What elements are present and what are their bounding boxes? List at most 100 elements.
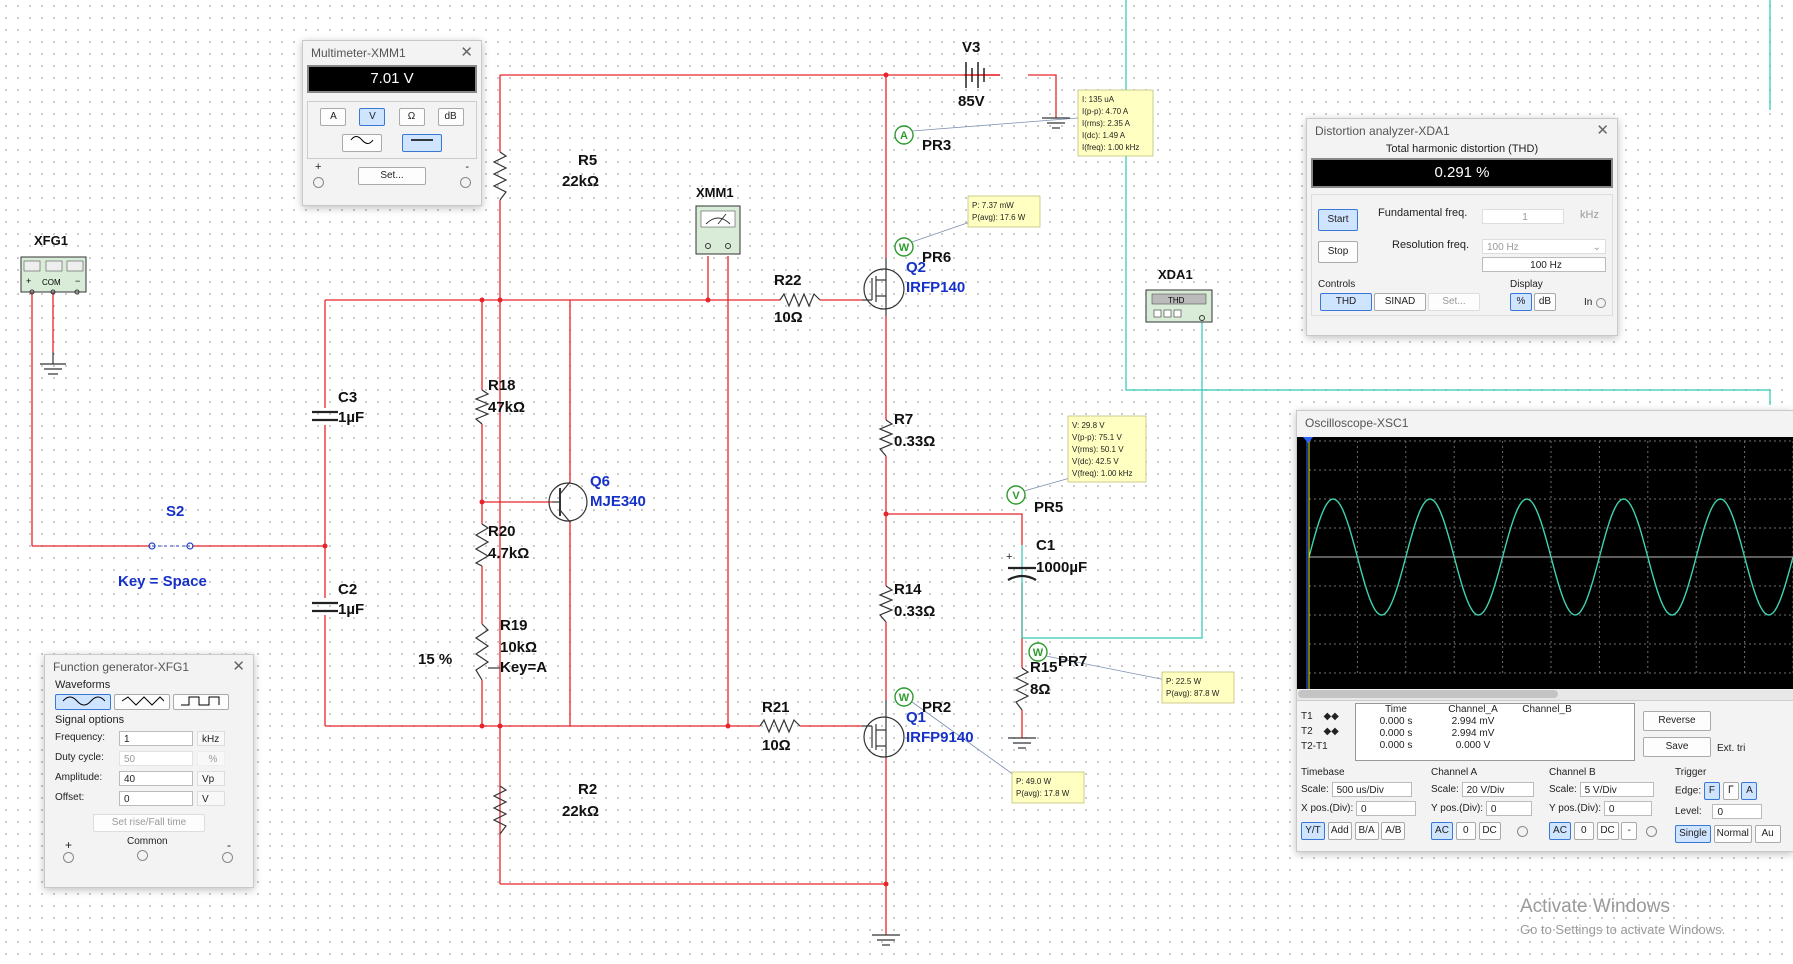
svg-text:V(dc): 42.5 V: V(dc): 42.5 V: [1072, 457, 1119, 466]
voltmeter-button[interactable]: V: [359, 108, 386, 126]
rising-edge-button[interactable]: F: [1703, 782, 1720, 800]
scope-screen[interactable]: [1297, 437, 1793, 689]
amplitude-field[interactable]: 40: [119, 770, 193, 786]
activate-windows-subtitle: Go to Settings to activate Windows.: [1520, 922, 1726, 937]
set-button[interactable]: Set...: [358, 167, 426, 185]
frequency-unit[interactable]: kHz: [197, 730, 225, 746]
t2-arrows-icon[interactable]: ◆◆: [1323, 726, 1339, 737]
pr3-letter: A: [900, 130, 908, 142]
channel-a-dc-button[interactable]: DC: [1478, 822, 1501, 840]
ba-mode-button[interactable]: B/A: [1354, 822, 1379, 840]
start-button[interactable]: Start: [1318, 209, 1358, 231]
percent-button[interactable]: %: [1510, 293, 1532, 311]
frequency-field[interactable]: 1: [119, 730, 193, 746]
channel-a-zero-button[interactable]: 0: [1455, 822, 1476, 840]
plus-terminal[interactable]: [63, 852, 74, 863]
function-generator-window[interactable]: Function generator-XFG1 ✕ Waveforms Sign…: [44, 654, 254, 888]
distortion-set-button[interactable]: Set...: [1428, 293, 1480, 311]
amplitude-unit[interactable]: Vp: [197, 770, 225, 786]
channel-a-ypos-field[interactable]: 0: [1485, 801, 1532, 816]
t1-arrows-icon[interactable]: ◆◆: [1323, 711, 1339, 722]
input-terminal[interactable]: [1596, 298, 1606, 308]
multimeter-window[interactable]: Multimeter-XMM1 ✕ 7.01 V A V Ω dB + Set.…: [302, 40, 482, 206]
save-button[interactable]: Save: [1643, 737, 1711, 757]
distortion-analyzer-window[interactable]: Distortion analyzer-XDA1 ✕ Total harmoni…: [1306, 118, 1618, 336]
stop-button[interactable]: Stop: [1318, 241, 1358, 263]
oscilloscope-title: Oscilloscope-XSC1: [1305, 416, 1409, 430]
scope-scrollbar-thumb[interactable]: [1298, 690, 1558, 698]
square-wave-button[interactable]: [173, 694, 230, 710]
auto-trigger-button[interactable]: Au: [1754, 825, 1781, 843]
decibel-button[interactable]: dB: [1534, 293, 1556, 311]
distortion-title: Distortion analyzer-XDA1: [1315, 124, 1450, 138]
single-trigger-button[interactable]: Single: [1675, 825, 1711, 843]
channel-b-terminal[interactable]: [1646, 825, 1658, 837]
minus-terminal[interactable]: [460, 177, 471, 188]
sinad-button[interactable]: SINAD: [1374, 293, 1426, 311]
close-icon[interactable]: ✕: [1596, 122, 1609, 139]
trigger-source-a-button[interactable]: A: [1741, 782, 1758, 800]
display-label: Display: [1510, 279, 1543, 290]
yt-mode-button[interactable]: Y/T: [1301, 822, 1325, 840]
channel-a-ac-button[interactable]: AC: [1431, 822, 1453, 840]
timebase-scale-field[interactable]: 500 us/Div: [1331, 782, 1412, 797]
xda1-instrument-icon[interactable]: THD: [1145, 289, 1213, 323]
pr6-name: PR6: [922, 249, 951, 266]
funcgen-titlebar[interactable]: Function generator-XFG1 ✕: [45, 655, 253, 679]
channel-b-minus-button[interactable]: -: [1621, 822, 1638, 840]
ammeter-button[interactable]: A: [320, 108, 347, 126]
s2-switch-icon[interactable]: [148, 542, 194, 550]
ac-mode-button[interactable]: [342, 134, 383, 152]
close-icon[interactable]: ✕: [232, 658, 245, 675]
xmm1-instrument-icon[interactable]: [695, 205, 741, 255]
ohmmeter-button[interactable]: Ω: [398, 108, 425, 126]
multimeter-titlebar[interactable]: Multimeter-XMM1 ✕: [303, 41, 481, 65]
trigger-level-field[interactable]: 0: [1712, 804, 1763, 819]
minus-terminal[interactable]: [222, 852, 233, 863]
common-terminal[interactable]: [137, 850, 148, 861]
channel-b-scale-field[interactable]: 5 V/Div: [1579, 782, 1654, 797]
reverse-button[interactable]: Reverse: [1643, 711, 1711, 731]
xfg1-instrument-icon[interactable]: + − COM: [20, 256, 87, 295]
offset-field[interactable]: 0: [119, 790, 193, 806]
channel-b-zero-button[interactable]: 0: [1573, 822, 1594, 840]
channel-b-ypos-field[interactable]: 0: [1603, 801, 1652, 816]
oscilloscope-titlebar[interactable]: Oscilloscope-XSC1: [1297, 411, 1793, 435]
timebase-xpos-field[interactable]: 0: [1356, 801, 1417, 816]
add-mode-button[interactable]: Add: [1327, 822, 1352, 840]
channel-a-terminal[interactable]: [1517, 825, 1529, 837]
cursor-marker-icon[interactable]: [1303, 437, 1313, 443]
timebase-xpos-label: X pos.(Div):: [1301, 803, 1354, 815]
probe-icons[interactable]: [894, 125, 1048, 707]
r20-symbol: [474, 523, 490, 567]
db-button[interactable]: dB: [437, 108, 464, 126]
q2-name: Q2: [906, 259, 926, 276]
channel-a-ypos-label: Y pos.(Div):: [1431, 803, 1484, 815]
plus-terminal[interactable]: [313, 177, 324, 188]
falling-edge-button[interactable]: ᒥ: [1722, 782, 1739, 800]
resolution-freq-select[interactable]: 100 Hz ⌄: [1482, 239, 1606, 254]
r18-value: 47kΩ: [488, 399, 525, 416]
triangle-wave-button[interactable]: [114, 694, 171, 710]
duty-cycle-field[interactable]: 50: [119, 750, 193, 766]
fundamental-freq-field[interactable]: 1: [1482, 209, 1564, 224]
r22-symbol: [779, 292, 821, 308]
scope-scrollbar[interactable]: [1297, 690, 1793, 701]
sine-wave-button[interactable]: [55, 694, 111, 710]
close-icon[interactable]: ✕: [460, 44, 473, 61]
channel-a-scale-field[interactable]: 20 V/Div: [1461, 782, 1534, 797]
oscilloscope-window[interactable]: Oscilloscope-XSC1 T1 ◆◆ T2 ◆◆ T2-T1 Time…: [1296, 410, 1793, 852]
c1-value: 1000µF: [1036, 559, 1087, 576]
channel-b-ac-button[interactable]: AC: [1549, 822, 1571, 840]
channel-b-dc-button[interactable]: DC: [1596, 822, 1619, 840]
distortion-titlebar[interactable]: Distortion analyzer-XDA1 ✕: [1307, 119, 1617, 143]
svg-text:V(p-p): 75.1 V: V(p-p): 75.1 V: [1072, 433, 1122, 442]
channel-b-panel: Channel B Scale: 5 V/Div Y pos.(Div): 0 …: [1549, 767, 1663, 840]
dc-mode-button[interactable]: [401, 134, 442, 152]
thd-button[interactable]: THD: [1320, 293, 1372, 311]
normal-trigger-button[interactable]: Normal: [1713, 825, 1752, 843]
set-rise-fall-button[interactable]: Set rise/Fall time: [93, 814, 205, 832]
ab-mode-button[interactable]: A/B: [1381, 822, 1406, 840]
offset-unit[interactable]: V: [197, 790, 225, 806]
